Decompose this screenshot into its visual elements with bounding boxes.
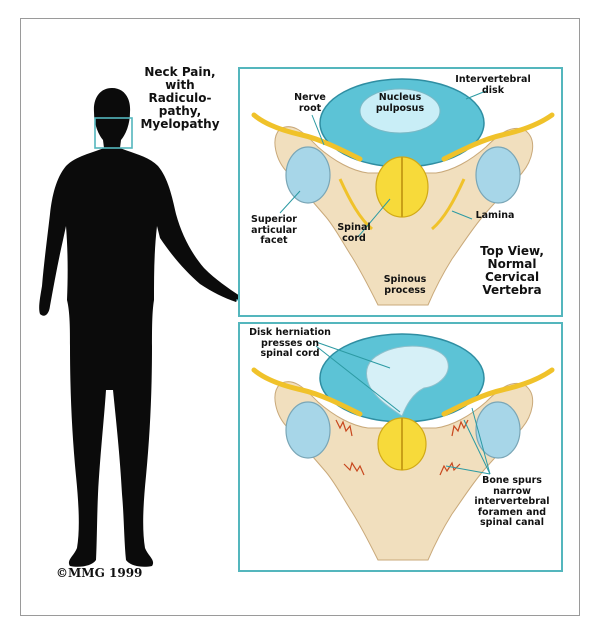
- label-nucleus-pulposus: Nucleus pulposus: [372, 93, 428, 114]
- left-facet: [286, 147, 330, 203]
- label-lamina: Lamina: [470, 211, 520, 222]
- label-spinal-cord: Spinal cord: [332, 223, 376, 244]
- herniation-panel: Disk herniation presses on spinal cord B…: [238, 322, 563, 572]
- body-silhouette: [39, 88, 240, 567]
- right-facet-bottom: [476, 402, 520, 458]
- neck-pain-title: Neck Pain, with Radiculo- pathy, Myelopa…: [132, 66, 228, 131]
- label-superior-articular-facet: Superior articular facet: [244, 215, 304, 247]
- label-disk-herniation: Disk herniation presses on spinal cord: [242, 328, 338, 360]
- label-intervertebral-disk: Intervertebral disk: [450, 75, 536, 96]
- label-bone-spurs: Bone spurs narrow intervertebral foramen…: [464, 476, 560, 529]
- label-top-view-title: Top View, Normal Cervical Vertebra: [466, 245, 558, 297]
- right-facet: [476, 147, 520, 203]
- top-view-panel: Nucleus pulposus Intervertebral disk Ner…: [238, 67, 563, 317]
- leader-facet: [280, 191, 300, 213]
- left-facet-bottom: [286, 402, 330, 458]
- label-nerve-root: Nerve root: [288, 93, 332, 114]
- label-spinous-process: Spinous process: [376, 275, 434, 296]
- copyright-text: ©MMG 1999: [56, 566, 142, 580]
- herniated-vertebra-illustration: [240, 324, 563, 572]
